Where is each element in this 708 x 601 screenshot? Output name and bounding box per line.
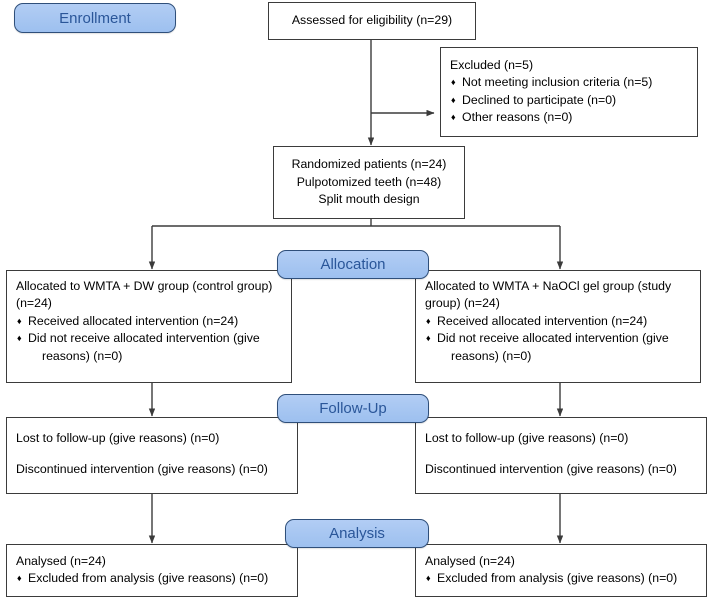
excluded-list: ♦ Not meeting inclusion criteria (n=5) ♦…	[450, 74, 688, 126]
followup-left-line-1: Discontinued intervention (give reasons)…	[16, 462, 268, 477]
allocation-left-heading: Allocated to WMTA + DW group (control gr…	[16, 279, 273, 311]
allocation-left-item-0: Received allocated intervention (n=24)	[28, 313, 239, 328]
diamond-bullet-icon: ♦	[17, 333, 22, 344]
excluded-heading: Excluded (n=5)	[450, 58, 534, 72]
diamond-bullet-icon: ♦	[426, 573, 431, 584]
list-item: ♦ Excluded from analysis (give reasons) …	[16, 570, 288, 587]
assessed-text: Assessed for eligibility (n=29)	[291, 13, 453, 28]
followup-right-line-0: Lost to follow-up (give reasons) (n=0)	[425, 431, 629, 445]
excluded-item-1: Declined to participate (n=0)	[462, 92, 617, 107]
diamond-bullet-icon: ♦	[426, 315, 431, 326]
diamond-bullet-icon: ♦	[17, 573, 22, 584]
box-followup-left: Lost to follow-up (give reasons) (n=0) D…	[6, 417, 298, 494]
box-analysis-right: Analysed (n=24) ♦ Excluded from analysis…	[415, 544, 707, 597]
allocation-left-item-1: Did not receive allocated intervention (…	[28, 331, 260, 363]
stage-badge-followup: Follow-Up	[277, 394, 429, 423]
stage-badge-analysis: Analysis	[285, 519, 429, 548]
list-item: ♦ Other reasons (n=0)	[450, 109, 688, 126]
list-item: ♦ Did not receive allocated intervention…	[425, 330, 691, 365]
allocation-right-item-1: Did not receive allocated intervention (…	[437, 331, 669, 363]
followup-left-line-0: Lost to follow-up (give reasons) (n=0)	[16, 431, 220, 445]
diamond-bullet-icon: ♦	[451, 112, 456, 123]
allocation-right-heading: Allocated to WMTA + NaOCl gel group (stu…	[425, 279, 672, 311]
box-assessed-for-eligibility: Assessed for eligibility (n=29)	[268, 2, 476, 40]
stage-badge-allocation-label: Allocation	[320, 256, 386, 273]
stage-badge-allocation: Allocation	[277, 250, 429, 279]
list-item: ♦ Not meeting inclusion criteria (n=5)	[450, 74, 688, 91]
followup-right-line-1: Discontinued intervention (give reasons)…	[425, 462, 677, 477]
diamond-bullet-icon: ♦	[451, 77, 456, 88]
analysis-right-list: ♦ Excluded from analysis (give reasons) …	[425, 570, 697, 587]
stage-badge-enrollment: Enrollment	[14, 3, 176, 33]
box-allocation-right: Allocated to WMTA + NaOCl gel group (stu…	[415, 270, 701, 383]
analysis-right-heading: Analysed (n=24)	[425, 554, 515, 568]
list-item: ♦ Excluded from analysis (give reasons) …	[425, 570, 697, 587]
list-item: ♦ Received allocated intervention (n=24)	[425, 313, 691, 330]
randomized-line-1: Pulpotomized teeth (n=48)	[296, 174, 442, 189]
stage-badge-followup-label: Follow-Up	[319, 400, 387, 417]
analysis-left-list: ♦ Excluded from analysis (give reasons) …	[16, 570, 288, 587]
allocation-right-list: ♦ Received allocated intervention (n=24)…	[425, 313, 691, 365]
box-allocation-left: Allocated to WMTA + DW group (control gr…	[6, 270, 292, 383]
box-excluded: Excluded (n=5) ♦ Not meeting inclusion c…	[440, 47, 698, 137]
stage-badge-analysis-label: Analysis	[329, 525, 385, 542]
analysis-right-item-0: Excluded from analysis (give reasons) (n…	[437, 571, 678, 586]
randomized-line-0: Randomized patients (n=24)	[291, 157, 447, 172]
diamond-bullet-icon: ♦	[17, 315, 22, 326]
box-followup-right: Lost to follow-up (give reasons) (n=0) D…	[415, 417, 707, 494]
list-item: ♦ Received allocated intervention (n=24)	[16, 313, 282, 330]
analysis-left-heading: Analysed (n=24)	[16, 554, 106, 568]
randomized-line-2: Split mouth design	[318, 192, 420, 207]
excluded-item-2: Other reasons (n=0)	[462, 110, 573, 125]
excluded-item-0: Not meeting inclusion criteria (n=5)	[462, 75, 653, 90]
box-randomized: Randomized patients (n=24) Pulpotomized …	[273, 146, 465, 219]
list-item: ♦ Declined to participate (n=0)	[450, 92, 688, 109]
diamond-bullet-icon: ♦	[451, 94, 456, 105]
box-analysis-left: Analysed (n=24) ♦ Excluded from analysis…	[6, 544, 298, 597]
allocation-right-item-0: Received allocated intervention (n=24)	[437, 313, 648, 328]
diamond-bullet-icon: ♦	[426, 333, 431, 344]
allocation-left-list: ♦ Received allocated intervention (n=24)…	[16, 313, 282, 365]
stage-badge-enrollment-label: Enrollment	[59, 9, 131, 27]
list-item: ♦ Did not receive allocated intervention…	[16, 330, 282, 365]
analysis-left-item-0: Excluded from analysis (give reasons) (n…	[28, 571, 269, 586]
